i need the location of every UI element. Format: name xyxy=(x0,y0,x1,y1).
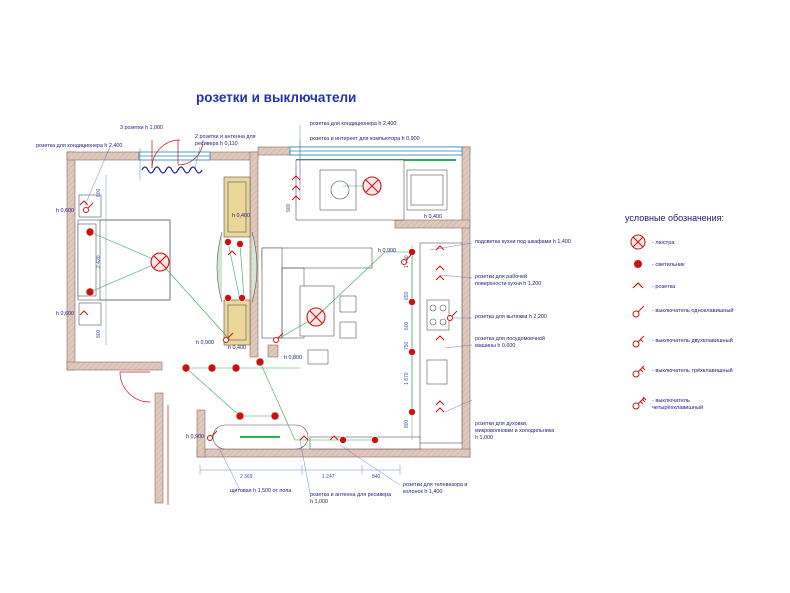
label-worktop-1: розетки для рабочей xyxy=(475,273,527,280)
label-oven-3: h 1,000 xyxy=(475,435,493,441)
legend-label-switch-4: - выключатель xyxy=(652,398,690,404)
legend-title: условные обозначения: xyxy=(625,213,724,223)
chandelier-icon xyxy=(362,176,382,196)
legend: условные обозначения: - люстра - светиль… xyxy=(625,213,733,411)
label-antenna-2: h 1,000 xyxy=(310,499,328,505)
radiator-icon xyxy=(141,166,203,174)
dim-v2: 2 420 xyxy=(96,255,102,268)
label-h0600-top: h 0,600 xyxy=(56,208,74,214)
label-three-sockets: 3 розетки h 1,000 xyxy=(120,125,163,131)
dim-k5: 800 xyxy=(404,419,410,428)
label-cabinet-light: подсветка кухни под шкафами h 1,400 xyxy=(475,239,571,245)
label-dishwasher-2: машины h 0,600 xyxy=(475,343,515,349)
switch-2-icon xyxy=(632,335,645,348)
legend-label-socket: - розетка xyxy=(652,284,676,290)
chandelier-icon xyxy=(306,307,326,327)
dim-v3: 800 xyxy=(96,329,102,338)
socket-icon xyxy=(632,282,644,289)
label-h0900-kitchen: h 0,900 xyxy=(378,248,396,254)
label-oven-1: розетки для духовки, xyxy=(475,421,528,427)
lamp-icons xyxy=(85,227,416,444)
label-h0800: h 0,800 xyxy=(284,355,302,361)
dim-v1: 800 xyxy=(96,188,102,197)
legend-label-chandelier: - люстра xyxy=(652,240,675,246)
windows xyxy=(138,146,463,161)
label-hood: розетка для вытяжки h 2,200 xyxy=(475,314,547,320)
legend-label-switch-1: - выключатель одноклавишный xyxy=(652,307,733,314)
socket-icons xyxy=(79,175,445,441)
label-h0900-hall: h 0,900 xyxy=(186,434,204,440)
plan-title: розетки и выключатели xyxy=(196,90,356,105)
dim-k4: 1 870 xyxy=(404,372,410,385)
label-h0400-lower: h 0,400 xyxy=(228,345,246,351)
dim-k2: 600 xyxy=(404,321,410,330)
label-h0600-bottom: h 0,600 xyxy=(56,311,74,317)
switch-1-icon xyxy=(632,305,645,318)
label-dishwasher-1: розетка для посудомоечной xyxy=(475,335,545,342)
dim-k6: 1 700 xyxy=(404,255,410,268)
chandelier-icon xyxy=(150,252,170,272)
label-h0400-office: h 0,400 xyxy=(424,214,442,220)
switch-3-icon xyxy=(632,365,646,378)
label-internet: розетка и интернет для компьютора h 0,90… xyxy=(310,136,420,142)
chandelier-icon xyxy=(630,234,646,250)
dim-k7: 900 xyxy=(286,203,292,212)
legend-label-switch-3: - выключатель трёхклавишный xyxy=(652,367,733,374)
leader-lines xyxy=(84,125,473,494)
label-tv-2: колонок h 1,400 xyxy=(403,489,442,495)
dim-d2: 1 247 xyxy=(322,474,335,480)
label-h0900-wardrobe: h 0,900 xyxy=(196,340,214,346)
dim-d3: 840 xyxy=(372,474,381,480)
label-oven-2: микроволновки и холодильника xyxy=(475,428,554,434)
furniture xyxy=(77,159,463,450)
doors xyxy=(119,139,204,505)
label-panel: щитовая h 1,500 от пола xyxy=(230,488,291,494)
label-worktop-2: поверхности кухни h 1,200 xyxy=(475,281,541,287)
dim-k3: 750 xyxy=(404,341,410,350)
lamp-icon xyxy=(634,260,642,268)
legend-label-lamp: - светильник xyxy=(652,262,685,268)
label-receiver-1: 2 розетки и антенна для xyxy=(195,134,256,140)
label-h0400-wardrobe: h 0,400 xyxy=(232,213,250,219)
label-tv-1: розетки для телевизора и xyxy=(403,482,467,488)
label-ac-kitchen: розетка для кондиционера h 2,400 xyxy=(310,121,396,127)
dim-k1: 650 xyxy=(404,291,410,300)
legend-label-switch-4-cont: четырёхклавишный xyxy=(652,404,703,411)
label-ac-bedroom: розетка для кондиционера h 2,400 xyxy=(36,143,122,149)
legend-label-switch-2: - выключатель двухклавишный xyxy=(652,337,733,344)
dim-d1: 2 369 xyxy=(240,474,253,480)
switch-icons xyxy=(83,202,458,441)
label-antenna-1: розетка и антенна для ресивера xyxy=(310,492,391,498)
wires xyxy=(89,185,413,441)
switch-4-icon xyxy=(632,396,647,410)
label-receiver-2: ресивера h 0,110 xyxy=(195,141,238,147)
